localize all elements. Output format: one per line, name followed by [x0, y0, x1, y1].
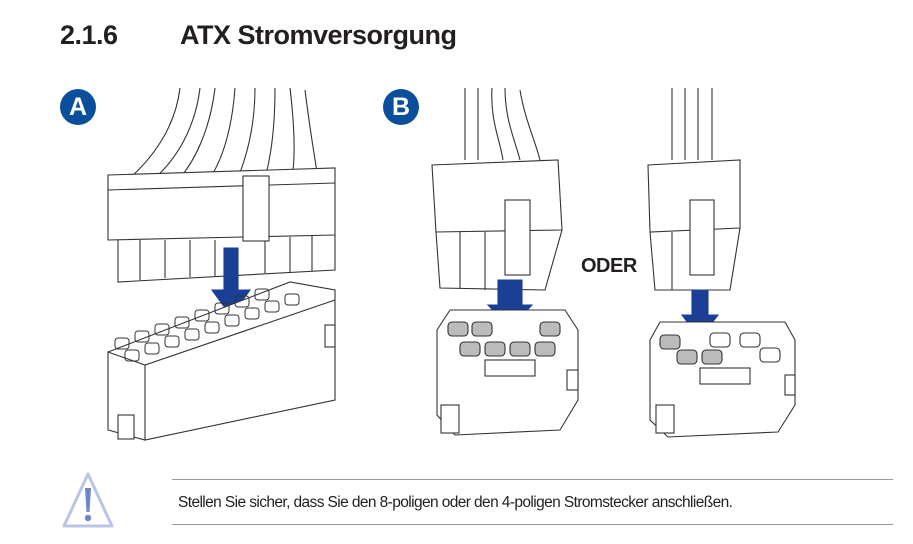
figure-b-badge: B: [383, 89, 419, 125]
8pin-plug: [431, 87, 563, 329]
atx-24pin-plug: [107, 87, 336, 283]
note-text: Stellen Sie sicher, dass Sie den 8-polig…: [178, 494, 733, 511]
warning-triangle-icon: [62, 472, 114, 528]
note-top-rule: [172, 479, 893, 480]
4pin-socket: [649, 321, 796, 438]
note-bottom-rule: [172, 524, 893, 525]
section-number: 2.1.6: [60, 20, 118, 50]
or-label: ODER: [581, 255, 637, 277]
figure-a-badge: A: [60, 89, 96, 125]
section-title: ATX Stromversorgung: [180, 20, 457, 50]
4pin-plug: [647, 88, 741, 339]
atx-24pin-socket: [107, 281, 336, 441]
8pin-socket: [436, 309, 579, 436]
connector-illustrations: [107, 87, 796, 441]
